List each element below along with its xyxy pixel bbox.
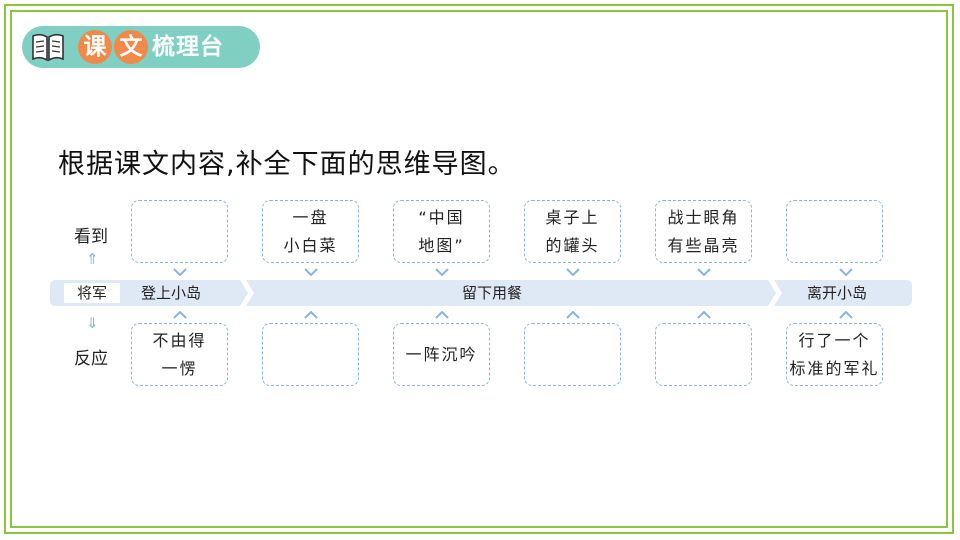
seen-box-2[interactable]: 一盘 小白菜 <box>262 200 359 263</box>
reaction-box-3[interactable]: 一阵沉吟 <box>393 323 490 386</box>
down-arrow-icon: ⇓ <box>86 314 99 332</box>
seen-box-5[interactable]: 战士眼角 有些晶亮 <box>655 200 752 263</box>
chevron-up-icon <box>566 311 580 319</box>
chevron-up-icon <box>435 311 449 319</box>
chevron-down-icon <box>304 268 318 276</box>
chevron-up-icon <box>173 311 187 319</box>
chevron-down-icon <box>566 268 580 276</box>
stage-leave: 离开小岛 <box>807 284 868 302</box>
badge-char-1: 课 <box>78 30 112 64</box>
timeline-band <box>50 280 912 306</box>
up-arrow-icon: ⇑ <box>86 250 99 268</box>
band-label-general: 将军 <box>64 283 120 303</box>
book-icon <box>32 33 64 62</box>
stage-dine: 留下用餐 <box>462 284 523 302</box>
reaction-box-1[interactable]: 不由得 一愣 <box>131 323 228 386</box>
inner-frame <box>10 10 948 528</box>
stage-arrive: 登上小岛 <box>141 284 202 302</box>
reaction-box-5[interactable] <box>655 323 752 386</box>
chevron-down-icon <box>435 268 449 276</box>
outer-frame <box>4 4 954 534</box>
row-label-reaction: 反应 <box>74 349 108 369</box>
reaction-box-2[interactable] <box>262 323 359 386</box>
seen-box-1[interactable] <box>131 200 228 263</box>
row-label-seen: 看到 <box>74 227 108 247</box>
chevron-up-icon <box>304 311 318 319</box>
instruction-text: 根据课文内容,补全下面的思维导图。 <box>58 149 516 180</box>
reaction-box-4[interactable] <box>524 323 621 386</box>
seen-box-3[interactable]: “中国 地图” <box>393 200 490 263</box>
chevron-up-icon <box>839 311 853 319</box>
chevron-down-icon <box>173 268 187 276</box>
chevron-up-icon <box>697 311 711 319</box>
seen-box-6[interactable] <box>786 200 883 263</box>
badge-char-2: 文 <box>114 30 148 64</box>
chevron-down-icon <box>839 268 853 276</box>
seen-box-4[interactable]: 桌子上 的罐头 <box>524 200 621 263</box>
reaction-box-6[interactable]: 行了一个 标准的军礼 <box>786 323 883 386</box>
badge-title: 梳理台 <box>152 34 224 60</box>
chevron-down-icon <box>697 268 711 276</box>
